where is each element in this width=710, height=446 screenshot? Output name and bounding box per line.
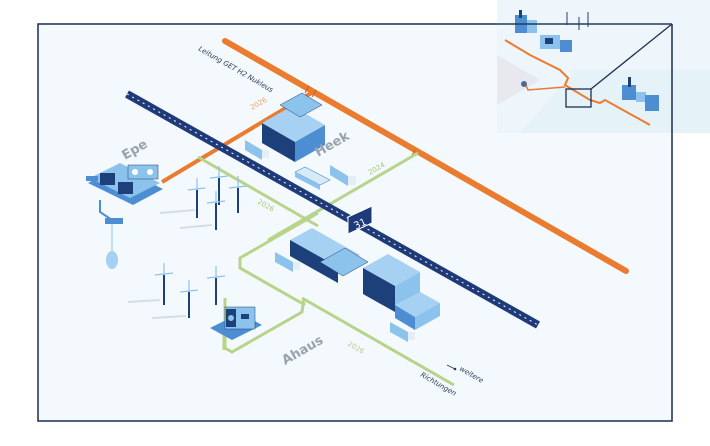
wind-farm-ahaus <box>163 275 217 318</box>
ahaus-warehouse-2 <box>363 254 440 330</box>
inset-highlight-box <box>565 88 592 108</box>
green-loop-west <box>238 211 319 307</box>
heek-warehouse <box>262 92 325 162</box>
ahaus-warehouse-1 <box>290 228 369 283</box>
inset-storage-icon <box>521 81 527 87</box>
green-line-epe <box>197 155 319 228</box>
inset-substation <box>540 35 572 52</box>
hydrogen-storage-icon <box>106 251 118 269</box>
ahaus-electrolyser-unit <box>210 306 262 340</box>
heek-bus-and-trucks <box>294 165 356 190</box>
wind-shadows-epe <box>159 209 213 229</box>
wind-turbine-blades-ahaus <box>154 263 226 293</box>
wind-farm-epe <box>196 178 239 230</box>
highway-sign: 31 <box>347 205 373 235</box>
inset-overview-map <box>497 0 710 133</box>
green-line-heek <box>267 151 419 242</box>
heek-truck <box>245 140 269 160</box>
highway-a31 <box>125 90 540 329</box>
ahaus-truck-1 <box>275 252 300 272</box>
wind-turbine-blades-epe <box>187 166 248 204</box>
inset-pipeline <box>504 39 651 126</box>
epe-electrolyser-plant <box>86 163 163 269</box>
ahaus-truck-2 <box>390 322 415 342</box>
inset-industrial-site-2 <box>622 77 659 111</box>
highway-number: 31 <box>352 217 368 232</box>
wind-shadows-ahaus <box>127 299 187 319</box>
h2-pipeline <box>222 38 629 274</box>
